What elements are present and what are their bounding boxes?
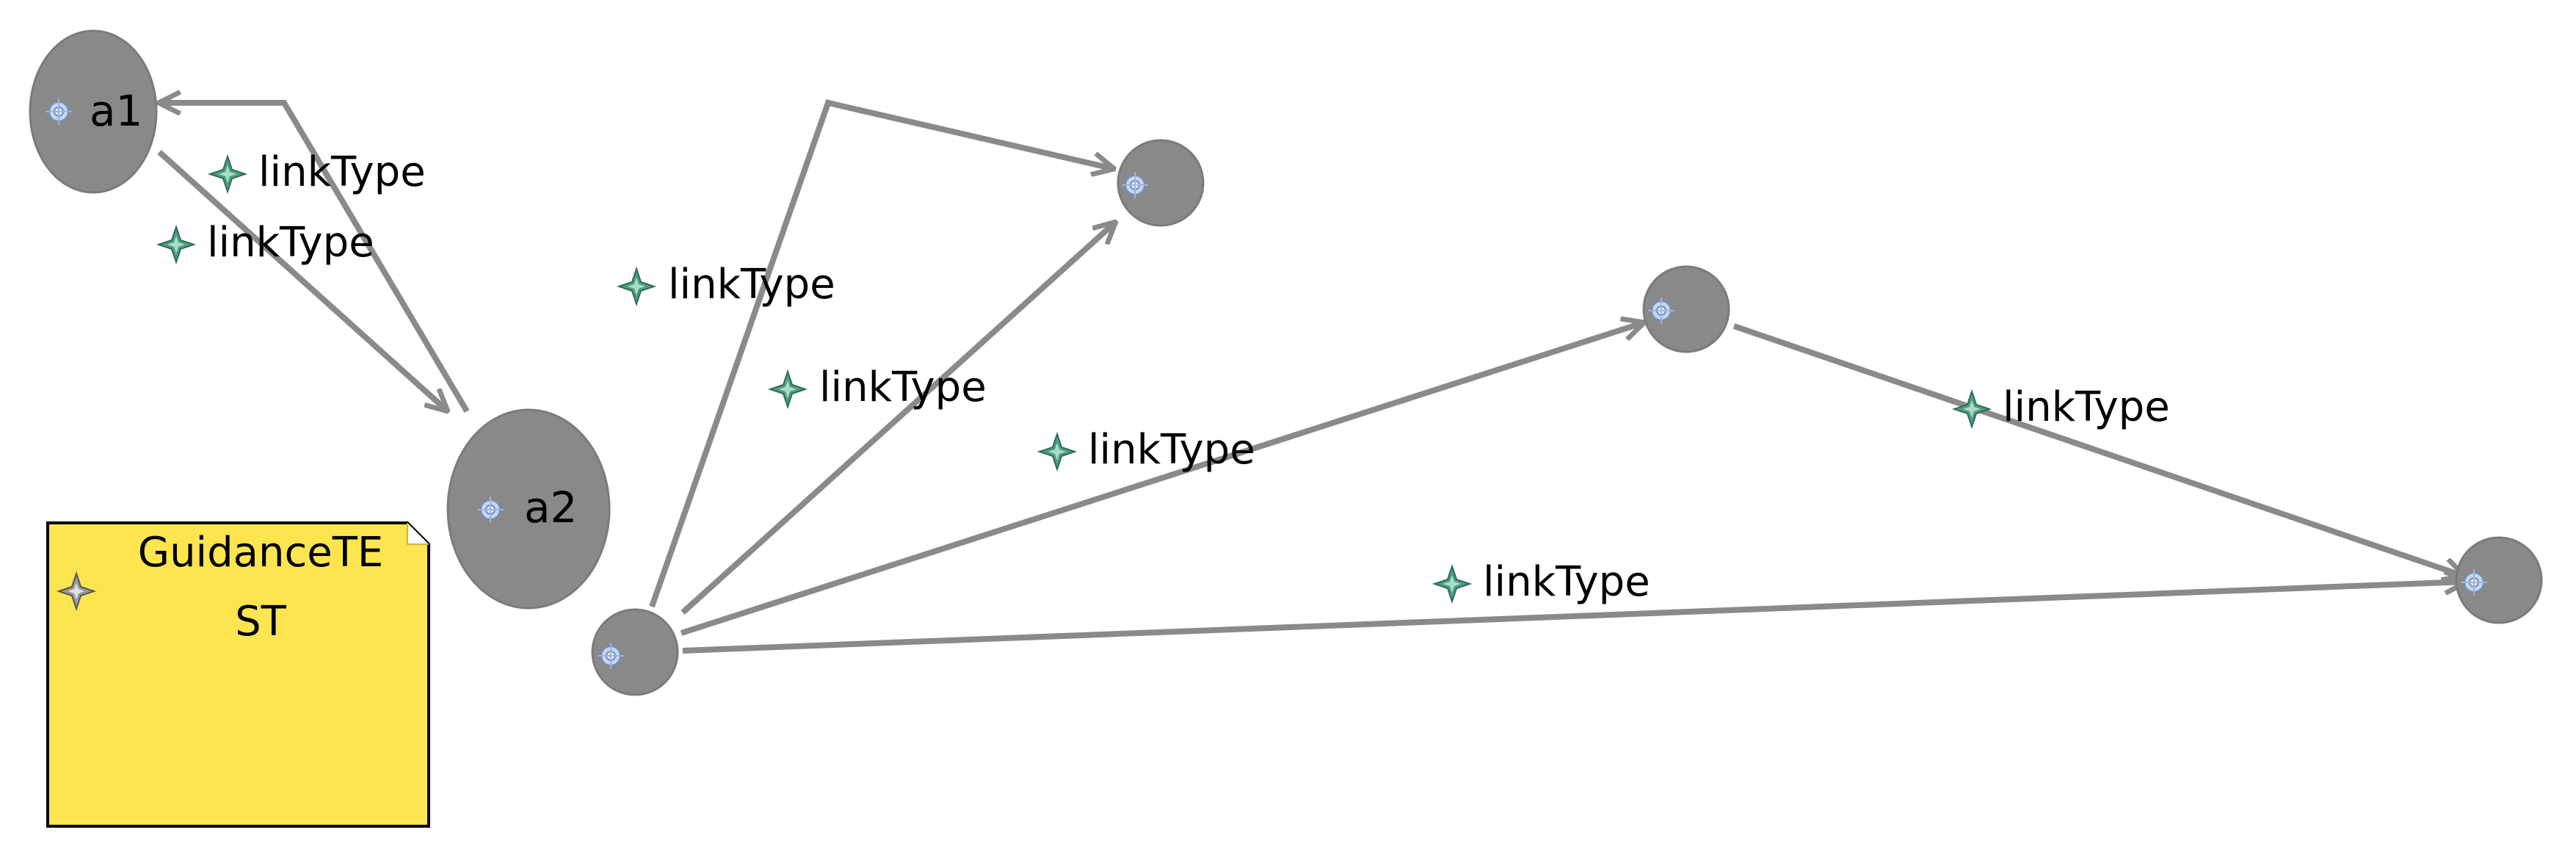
edge-label-n3-n6[interactable]: linkType bbox=[1434, 558, 1650, 606]
note-text-line-1: GuidanceTE bbox=[138, 529, 384, 577]
edge-n5-to-n6[interactable] bbox=[1733, 323, 2465, 577]
edge-label-text: linkType bbox=[2003, 383, 2170, 431]
node-n4[interactable] bbox=[1117, 139, 1205, 227]
edge-label-n3-n4-direct[interactable]: linkType bbox=[769, 364, 987, 411]
edge-label-text: linkType bbox=[1483, 558, 1650, 606]
link-type-icon bbox=[158, 226, 195, 263]
note-corner-fold bbox=[407, 523, 429, 545]
edge-labels-layer: linkType linkType linkType linkType link… bbox=[158, 148, 2170, 606]
edge-label-text: linkType bbox=[1088, 426, 1255, 474]
link-type-icon bbox=[769, 371, 806, 408]
link-type-icon bbox=[618, 268, 655, 305]
node-a2[interactable]: a2 bbox=[446, 408, 611, 610]
note-text-line-2: ST bbox=[235, 598, 287, 646]
edge-label-text: linkType bbox=[819, 364, 987, 411]
edge-label-text: linkType bbox=[207, 219, 374, 267]
link-type-icon bbox=[1434, 565, 1470, 602]
edge-n3-to-n4-upper[interactable] bbox=[649, 99, 1114, 608]
link-type-icon bbox=[1953, 391, 1990, 427]
edge-label-text: linkType bbox=[258, 148, 426, 196]
edges-layer bbox=[157, 99, 2467, 654]
note-icon bbox=[56, 571, 97, 612]
edge-label-n3-n5[interactable]: linkType bbox=[1039, 426, 1255, 474]
edge-label-a1-a2[interactable]: linkType bbox=[158, 219, 374, 267]
edge-label-n5-n6[interactable]: linkType bbox=[1953, 383, 2170, 431]
note-body bbox=[46, 521, 430, 828]
nodes-layer: a1 a2 bbox=[29, 29, 2543, 696]
edge-n3-to-n6[interactable] bbox=[682, 582, 2467, 654]
node-label: a2 bbox=[524, 483, 577, 532]
edge-n3-to-n4-direct[interactable] bbox=[681, 222, 1116, 615]
node-n6[interactable] bbox=[2455, 536, 2543, 624]
node-label: a1 bbox=[90, 86, 142, 136]
node-n5[interactable] bbox=[1642, 265, 1730, 353]
edge-label-n3-n4-upper[interactable]: linkType bbox=[618, 261, 835, 308]
edge-a2-to-a1[interactable] bbox=[159, 103, 470, 413]
edge-label-text: linkType bbox=[668, 261, 835, 308]
link-type-icon bbox=[1039, 433, 1075, 470]
node-n3[interactable] bbox=[591, 608, 679, 696]
node-a1[interactable]: a1 bbox=[29, 29, 158, 194]
edge-label-a2-a1[interactable]: linkType bbox=[209, 148, 426, 196]
guidance-note[interactable]: GuidanceTE ST bbox=[46, 521, 430, 828]
link-type-icon bbox=[209, 156, 246, 192]
edge-a1-to-a2[interactable] bbox=[157, 150, 448, 411]
edge-n3-to-n5[interactable] bbox=[680, 322, 1644, 636]
